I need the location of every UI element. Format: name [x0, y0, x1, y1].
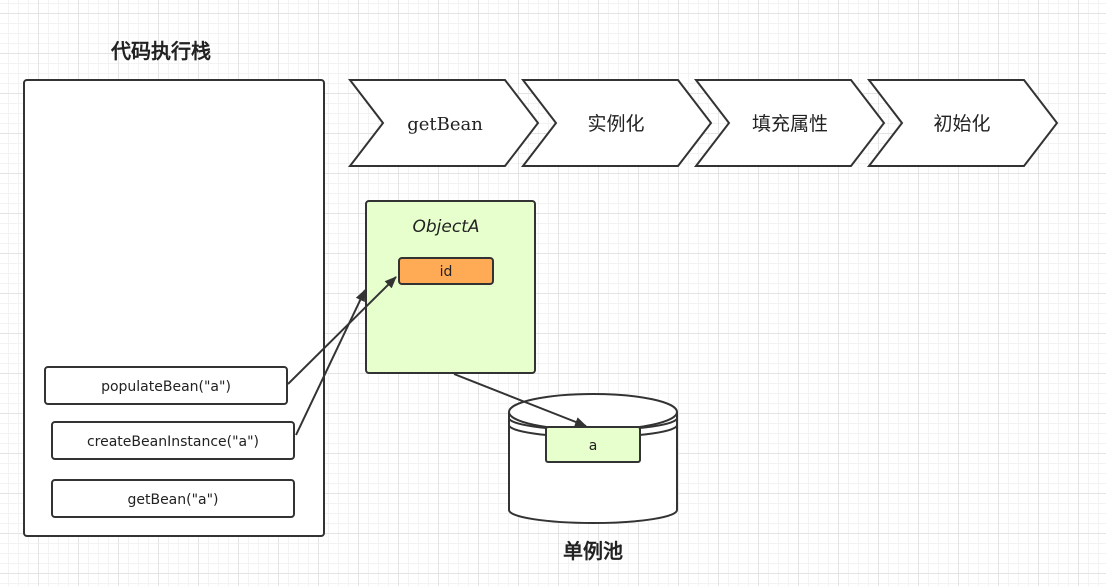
pipeline-step-getbean: [347, 79, 540, 167]
stack-title: 代码执行栈: [110, 39, 211, 63]
pipeline-step-getbean-label: getBean: [407, 114, 483, 135]
pipeline-step-initialize: [866, 79, 1059, 167]
object-a-box: [365, 200, 536, 374]
arrow-object-to-pool: [453, 373, 587, 427]
object-a-field-id: [398, 257, 494, 285]
stack-frame-populatebean-label: populateBean("a"): [101, 379, 231, 395]
singleton-pool-entry-a: [545, 426, 641, 463]
singleton-pool-top: [508, 393, 678, 431]
stack-frame-getbean-label: getBean("a"): [127, 492, 218, 508]
pipeline-step-initialize-label: 初始化: [933, 113, 990, 135]
singleton-pool-label: 单例池: [563, 539, 623, 563]
pipeline-step-populate: [693, 79, 886, 167]
arrow-populate-to-field: [287, 276, 397, 385]
stack-frame-createbeaninstance: [51, 421, 295, 460]
stack-panel: [23, 79, 325, 537]
stack-frame-getbean: [51, 479, 295, 518]
object-a-class-name: ObjectA: [413, 217, 480, 237]
arrow-create-to-object: [295, 289, 366, 436]
pipeline-step-populate-label: 填充属性: [752, 113, 828, 135]
singleton-pool-entry-a-label: a: [589, 438, 598, 454]
pipeline-step-instantiate-label: 实例化: [587, 113, 644, 135]
object-a-field-id-label: id: [440, 264, 453, 280]
stack-frame-populatebean: [44, 366, 288, 405]
stack-frame-createbeaninstance-label: createBeanInstance("a"): [87, 434, 259, 450]
pipeline-step-instantiate: [520, 79, 713, 167]
